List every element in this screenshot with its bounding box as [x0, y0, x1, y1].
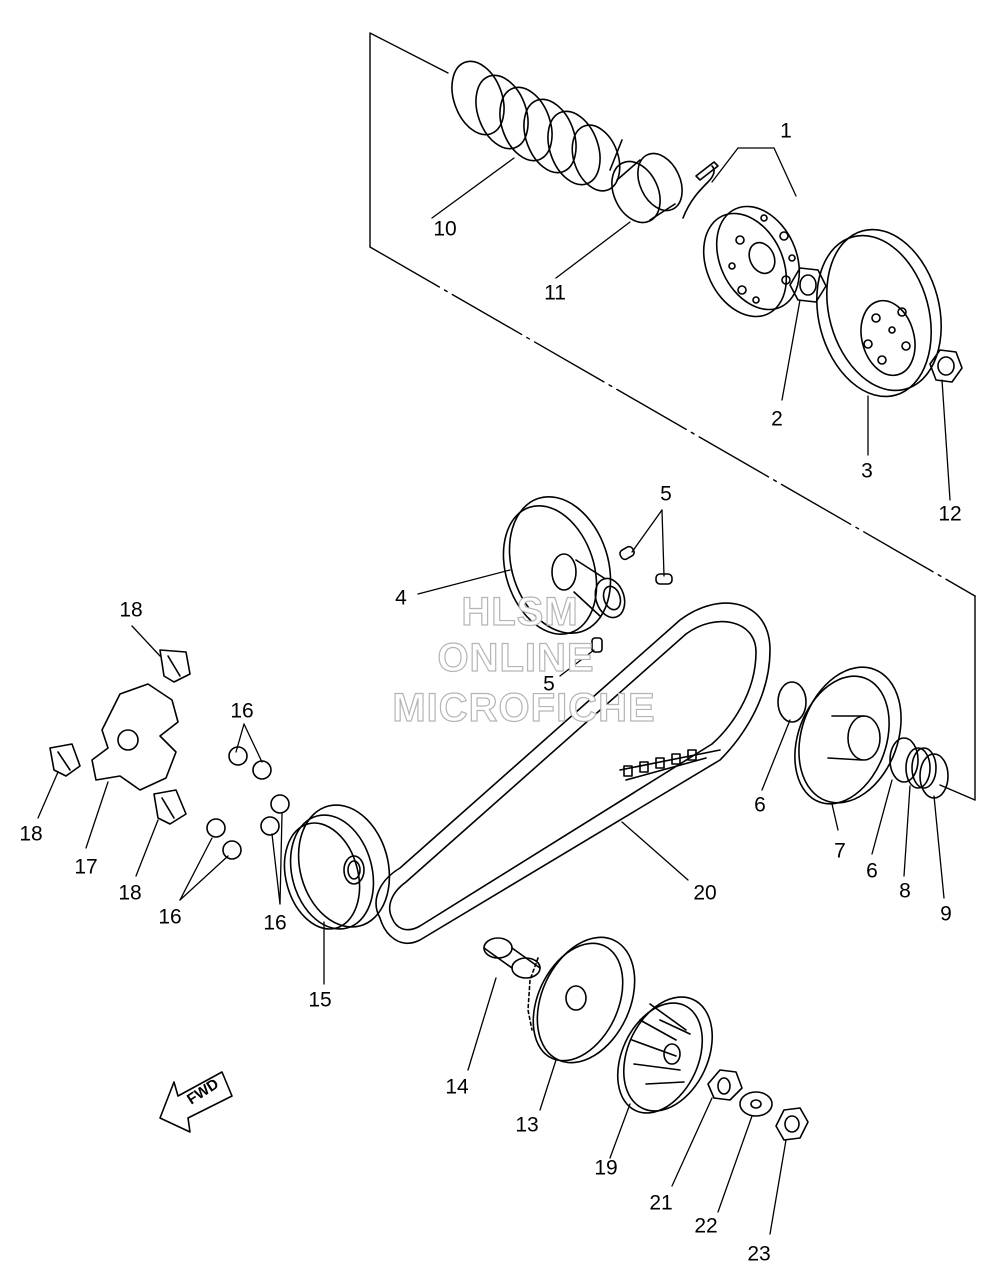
- callout-19: 19: [594, 1156, 618, 1180]
- secondary-sheave-4: [502, 495, 626, 636]
- clutch-carrier-1: [682, 161, 801, 318]
- callout-1: 1: [780, 119, 792, 143]
- washer-21: [707, 1069, 743, 1101]
- leader-lines: [37, 147, 951, 1235]
- callout-2: 2: [771, 407, 783, 431]
- v-belt-20: [375, 602, 771, 944]
- callout-5b: 5: [543, 672, 555, 696]
- nut-23: [775, 1107, 809, 1141]
- callout-16c: 16: [263, 911, 287, 935]
- callout-9: 9: [940, 902, 952, 926]
- slider-18a: [159, 649, 191, 683]
- watermark-line-2: ONLINE: [437, 636, 595, 680]
- fixed-sheave-7: [794, 666, 902, 805]
- callout-22: 22: [694, 1214, 718, 1238]
- callout-12: 12: [938, 502, 962, 526]
- fwd-arrow-icon: [159, 1071, 233, 1133]
- washer-22: [739, 1091, 773, 1117]
- callout-11: 11: [544, 281, 566, 305]
- collar-14: [483, 937, 541, 979]
- callout-15: 15: [308, 988, 332, 1012]
- callout-18b: 18: [19, 822, 43, 846]
- callout-5a: 5: [660, 482, 672, 506]
- callout-23: 23: [747, 1242, 771, 1266]
- assembly-outline: [369, 32, 976, 801]
- clutch-spring-10: [451, 60, 623, 192]
- o-ring-6a: [777, 681, 807, 723]
- callout-16a: 16: [230, 699, 254, 723]
- nut-12: [929, 349, 963, 383]
- cam-17: [91, 683, 179, 791]
- callout-13: 13: [515, 1113, 539, 1137]
- clutch-housing-3: [815, 228, 943, 398]
- callout-4: 4: [395, 586, 407, 610]
- circlip-9: [919, 753, 949, 799]
- watermark-line-3: MICROFICHE: [392, 686, 656, 730]
- primary-sheave-15: [283, 804, 391, 930]
- callout-6a: 6: [754, 793, 766, 817]
- callout-3: 3: [861, 459, 873, 483]
- callout-18a: 18: [119, 598, 143, 622]
- callout-7: 7: [834, 839, 846, 863]
- collar-11: [611, 152, 683, 224]
- callout-21: 21: [649, 1191, 673, 1215]
- watermark-line-1: HLSM: [461, 590, 579, 634]
- primary-fixed-sheave-13: [527, 936, 636, 1064]
- slider-18b: [49, 743, 81, 777]
- callout-10: 10: [433, 217, 457, 241]
- fan-19: [616, 996, 714, 1114]
- callout-8: 8: [899, 879, 911, 903]
- nut-2: [789, 267, 827, 303]
- o-ring-6b: [889, 737, 919, 783]
- weights-16: [206, 746, 290, 860]
- callout-18c: 18: [118, 881, 142, 905]
- callout-16b: 16: [158, 905, 182, 929]
- callout-6b: 6: [866, 859, 878, 883]
- slider-18c: [153, 789, 187, 825]
- callout-20: 20: [693, 881, 717, 905]
- callout-17: 17: [74, 855, 98, 879]
- collar-8: [905, 747, 937, 789]
- callout-14: 14: [445, 1075, 469, 1099]
